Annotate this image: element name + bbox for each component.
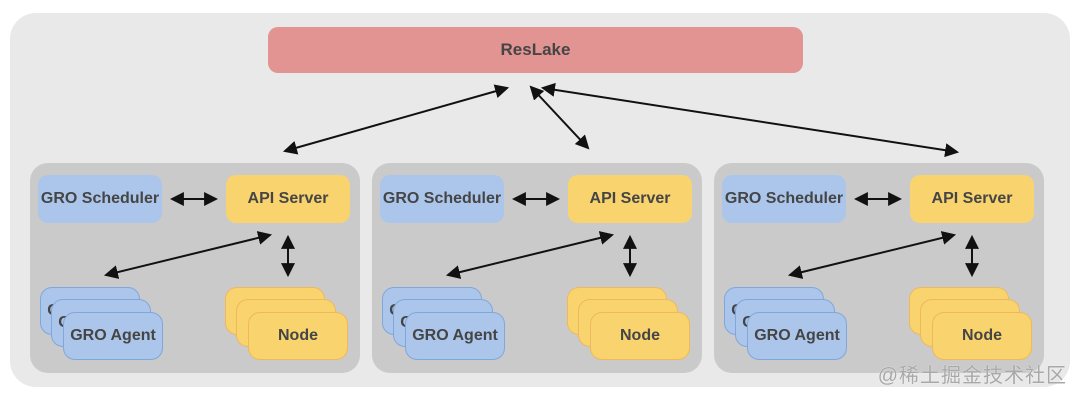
- watermark: @稀土掘金技术社区: [877, 365, 1067, 387]
- gro-scheduler-label: GRO Scheduler: [382, 190, 502, 207]
- gro-scheduler-box: GRO Scheduler: [722, 175, 846, 223]
- gro-agent-card-front: GRO Agent: [63, 312, 163, 360]
- node-card-front: Node: [590, 312, 690, 360]
- connector-apiserver-agent-icon: [103, 231, 273, 279]
- diagram-canvas: ResLake GRO Scheduler API Server GRO Age…: [10, 13, 1070, 387]
- cluster-2: GRO Scheduler API Server GRO Agent GRO A…: [372, 163, 702, 373]
- node-card-front: Node: [932, 312, 1032, 360]
- api-server-box: API Server: [226, 175, 350, 223]
- api-server-label: API Server: [589, 190, 671, 207]
- reslake-label: ResLake: [500, 40, 571, 59]
- reslake-node: ResLake: [268, 27, 803, 73]
- connector-apiserver-agent-icon: [787, 231, 957, 279]
- gro-scheduler-box: GRO Scheduler: [38, 175, 162, 223]
- gro-agent-card-front: GRO Agent: [405, 312, 505, 360]
- api-server-box: API Server: [910, 175, 1034, 223]
- cluster-1: GRO Scheduler API Server GRO Agent GRO A…: [30, 163, 360, 373]
- connector-apiserver-agent-icon: [445, 231, 615, 279]
- api-server-label: API Server: [247, 190, 329, 207]
- node-card-front: Node: [248, 312, 348, 360]
- gro-scheduler-label: GRO Scheduler: [40, 190, 160, 207]
- api-server-label: API Server: [931, 190, 1013, 207]
- api-server-box: API Server: [568, 175, 692, 223]
- gro-scheduler-box: GRO Scheduler: [380, 175, 504, 223]
- gro-agent-card-front: GRO Agent: [747, 312, 847, 360]
- cluster-3: GRO Scheduler API Server GRO Agent GRO A…: [714, 163, 1044, 373]
- gro-scheduler-label: GRO Scheduler: [724, 190, 844, 207]
